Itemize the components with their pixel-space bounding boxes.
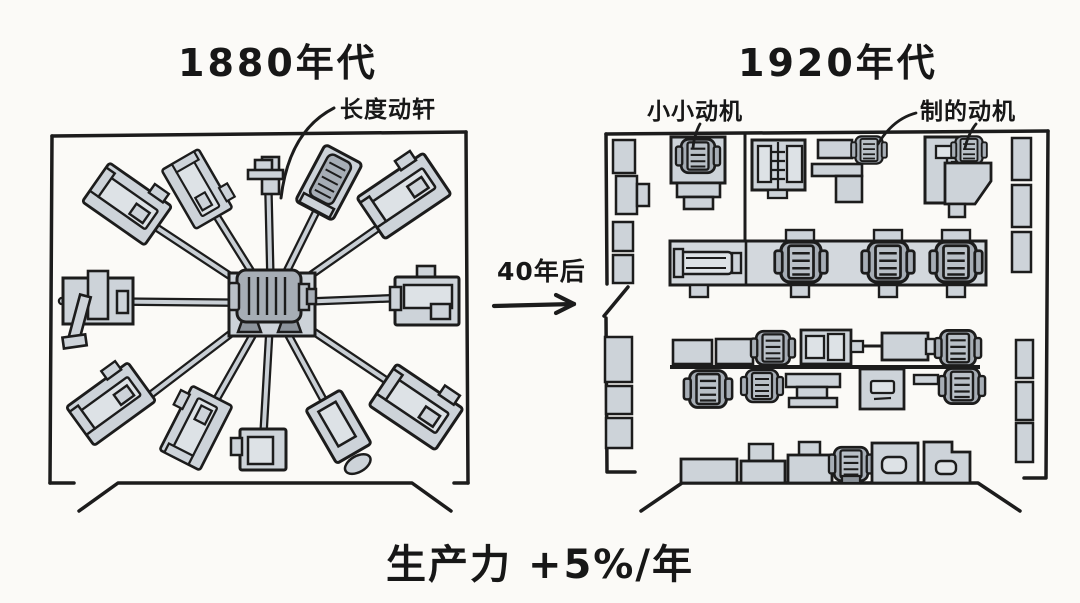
- machine-motor-top-right: [943, 135, 993, 219]
- left-callout-pointer: [279, 106, 336, 200]
- belt-machine-11oclock: [160, 143, 241, 231]
- belt-machine-pulley-top: [246, 155, 285, 196]
- left-factory-title: 1880年代: [178, 41, 378, 85]
- bottom-row: [679, 440, 972, 485]
- belt-machine-8oclock: [59, 354, 158, 447]
- belt-machine-2oclock: [350, 143, 453, 241]
- left-factory-floor-edge: [77, 481, 453, 513]
- right-factory-floor-edge: [639, 481, 1022, 513]
- right-factory-title: 1920年代: [738, 41, 938, 85]
- machine-drill: [810, 135, 888, 204]
- motor-bench-row: [668, 228, 988, 299]
- belt-machine-6oclock: [229, 427, 288, 472]
- assembly-row: [670, 328, 987, 411]
- left-factory: [48, 106, 470, 513]
- left-factory-walls: [48, 130, 470, 485]
- productivity-caption: 生产力 +5%/年: [386, 542, 694, 588]
- long-drive-shaft-label: 长度动轩: [340, 97, 436, 123]
- machine-rack: [750, 138, 807, 200]
- belt-machine-4oclock: [367, 354, 470, 452]
- belt-machine-3oclock: [388, 264, 461, 327]
- transition-label: 40年后: [497, 257, 586, 286]
- belt-machine-5oclock: [305, 389, 372, 476]
- belt-machine-1oclock: [295, 144, 363, 221]
- built-in-motor-label: 制的动机: [920, 99, 1016, 125]
- small-motor-callout-pointer: [691, 122, 702, 150]
- belt-machine-9oclock: [60, 269, 135, 350]
- built-motor-callout-pointer-2: [963, 122, 978, 150]
- right-wall-fixtures: [1010, 136, 1035, 464]
- built-motor-callout-pointer-1: [876, 111, 918, 146]
- small-motor-label: 小小动机: [647, 99, 743, 125]
- arrow-right-icon: [491, 292, 577, 316]
- right-factory: [602, 111, 1050, 513]
- machine-small-motor: [669, 135, 727, 211]
- central-steam-engine: [227, 268, 318, 338]
- left-wall-fixtures: [603, 138, 651, 450]
